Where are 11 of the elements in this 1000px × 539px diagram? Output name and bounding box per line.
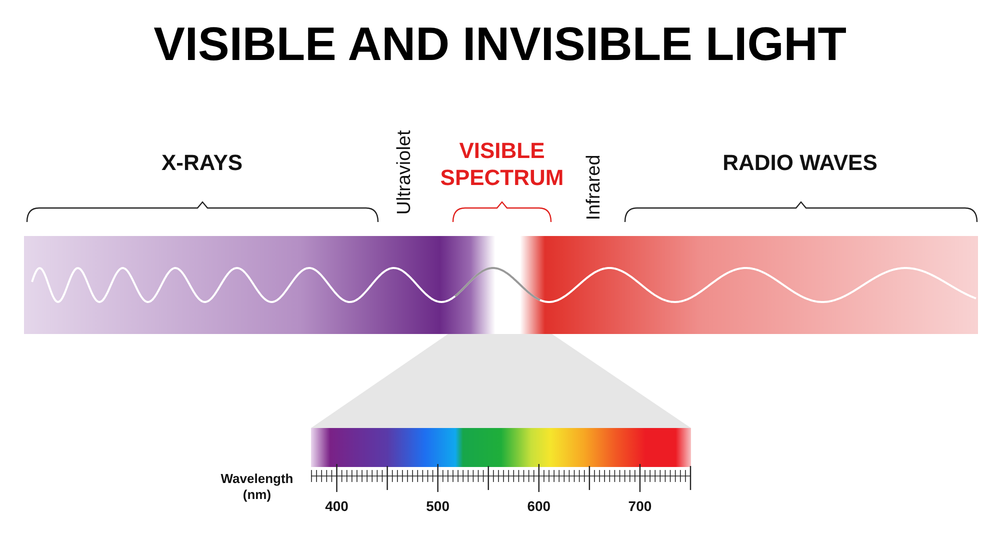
tick-label: 700 [628,499,652,515]
tick-label: 600 [527,499,551,515]
region-label: Infrared [584,154,606,220]
region-label: VISIBLE SPECTRUM [439,136,565,192]
tick-label: 400 [325,499,348,515]
tick-label: 500 [426,499,450,515]
title: VISIBLE AND INVISIBLE LIGHT [152,16,848,71]
region-label: X-RAYS [161,150,243,176]
region-label: Ultraviolet [394,130,416,214]
region-label: RADIO WAVES [722,150,878,176]
axis-label: Wavelength (nm) [220,471,294,503]
